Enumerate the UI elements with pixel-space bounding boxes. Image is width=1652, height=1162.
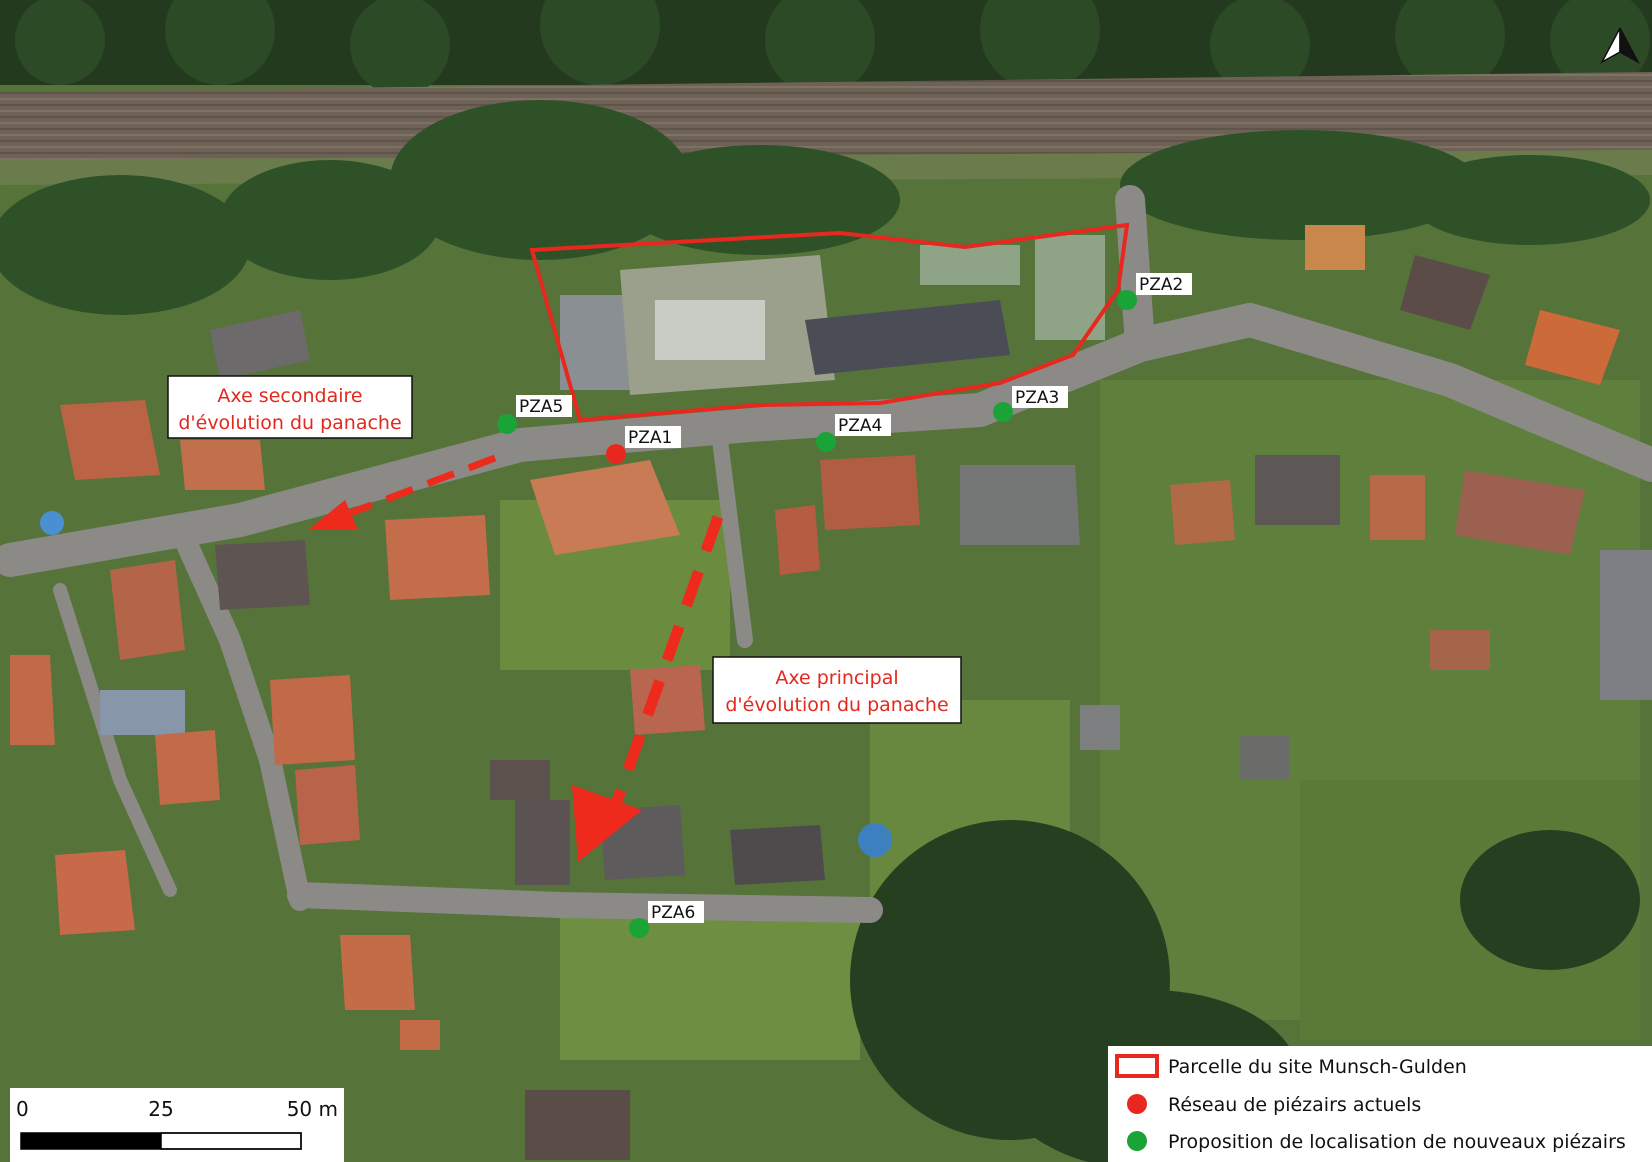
north-arrow-icon	[1600, 27, 1640, 64]
svg-text:25: 25	[148, 1097, 173, 1121]
well-pza2[interactable]: PZA2	[1117, 273, 1192, 310]
secondary-axis-box: Axe secondaire d'évolution du panache	[167, 375, 413, 439]
well-label: PZA1	[628, 428, 672, 448]
proposed-well-marker	[497, 414, 517, 434]
tree-band	[0, 100, 1650, 315]
legend: Parcelle du site Munsch-Gulden Réseau de…	[1108, 1046, 1652, 1162]
svg-text:d'évolution du panache: d'évolution du panache	[725, 694, 948, 716]
svg-text:d'évolution du panache: d'évolution du panache	[178, 412, 401, 434]
well-label: PZA3	[1015, 388, 1059, 408]
well-pza6[interactable]: PZA6	[629, 901, 704, 938]
proposed-well-marker	[1117, 290, 1137, 310]
well-label: PZA2	[1139, 275, 1183, 295]
secondary-plume-arrow	[308, 454, 497, 530]
well-pza4[interactable]: PZA4	[816, 414, 891, 452]
existing-well-marker	[606, 444, 626, 464]
roads	[0, 185, 1652, 923]
proposed-well-marker	[816, 432, 836, 452]
legend-label-parcel: Parcelle du site Munsch-Gulden	[1168, 1056, 1467, 1078]
main-axis-box: Axe principal d'évolution du panache	[712, 656, 962, 724]
proposed-well-marker	[993, 402, 1013, 422]
well-pza5[interactable]: PZA5	[497, 395, 572, 434]
red-dot-icon	[1127, 1094, 1147, 1114]
svg-text:50 m: 50 m	[287, 1097, 338, 1121]
legend-label-proposed: Proposition de localisation de nouveaux …	[1168, 1131, 1626, 1153]
well-label: PZA6	[651, 903, 695, 923]
parcel-outline	[529, 222, 1130, 423]
well-label: PZA4	[838, 416, 882, 436]
main-plume-arrow	[572, 515, 724, 862]
well-pza1[interactable]: PZA1	[606, 426, 681, 464]
tree-canopy-top	[15, 0, 1650, 95]
parcel-legend-swatch	[1115, 1054, 1159, 1078]
proposed-well-marker	[629, 918, 649, 938]
well-label: PZA5	[519, 397, 563, 417]
svg-text:Axe secondaire: Axe secondaire	[217, 385, 362, 407]
green-dot-icon	[1127, 1131, 1147, 1151]
svg-text:Axe principal: Axe principal	[775, 667, 898, 689]
svg-text:0: 0	[16, 1097, 29, 1121]
legend-label-existing: Réseau de piézairs actuels	[1168, 1094, 1421, 1116]
scale-bar: 0 25 50 m	[10, 1088, 344, 1162]
well-pza3[interactable]: PZA3	[993, 386, 1068, 422]
